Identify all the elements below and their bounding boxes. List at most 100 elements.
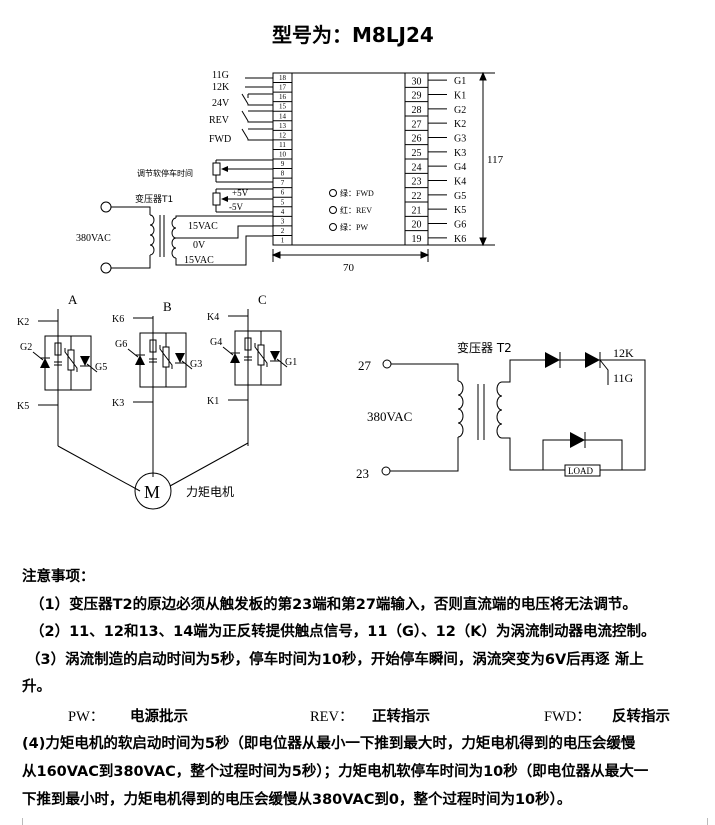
left-terminal-10: 10 [279,151,287,159]
t2-input-label: 380VAC [367,409,412,424]
left-terminal-15: 15 [279,103,287,111]
note-4-line-2: 从160VAC到380VAC，整个过程时间为5秒）；力矩电机软停车时间为10秒（… [22,764,649,780]
t2-k-label: 12K [613,346,634,360]
k-label-bottom: K1 [207,396,219,407]
gate-label-left: G2 [20,342,32,353]
gate-label-right: G1 [285,357,297,368]
gate-lead [127,348,139,358]
load-label: LOAD [568,466,593,476]
right-terminal-23: 23 [412,177,422,188]
k-label-top: K4 [207,312,219,323]
k-label-bottom: K5 [17,401,29,412]
signal-k3: K3 [454,148,466,159]
gate-label-right: G5 [95,362,107,373]
left-terminal-16: 16 [279,93,287,101]
gate-lead [86,363,98,373]
snubber-resistor [54,342,62,356]
signal-g3: G3 [454,134,466,145]
thyristor-icon [270,351,280,361]
left-terminal-7: 7 [281,179,285,187]
legend-fwd-value: 反转指示 [612,709,670,725]
page-edge-left [22,818,23,825]
minus-5v-label: -5V [229,202,243,212]
left-terminal-17: 17 [279,84,287,92]
signal-fwd-label: FWD [209,134,231,145]
note-3: （3）涡流制造的启动时间为5秒，停车时间为10秒，开始停车瞬间，涡流突变为6V后… [26,652,644,668]
soft-stop-label: 调节软停车时间 [137,168,193,178]
right-terminal-26: 26 [412,134,422,145]
motor-label: 力矩电机 [186,485,234,499]
signal-g5: G5 [454,191,466,202]
phase-label-a: A [68,292,78,307]
right-terminal-28: 28 [412,105,422,116]
t1-sec-mid-label: 0V [193,240,206,251]
k-label-bottom: K3 [112,398,124,409]
note-3-cont: 升。 [22,679,51,695]
signal-g6: G6 [454,220,466,231]
signal-k6: K6 [454,234,466,245]
right-terminal-30: 30 [412,76,422,87]
signal-11g-label: 11G [212,70,229,81]
t1-sec-top-label: 15VAC [188,221,218,232]
indicator-led-icon [329,189,337,197]
thyristor-icon [175,353,185,363]
legend-pw-key: PW： [68,709,105,725]
transformer-t1-label: 变压器T1 [135,193,173,205]
signal-g4: G4 [454,162,466,173]
gate-label-right: G3 [190,359,202,370]
right-terminal-25: 25 [412,148,422,159]
legend-rev-value: 正转指示 [372,709,430,725]
legend-rev-key: REV： [310,709,354,725]
t2-terminal-23: 23 [356,466,369,481]
left-terminal-5: 5 [281,198,285,206]
thyristor-icon [80,356,90,366]
note-4-line-3: 下推到最小时，力矩电机得到的电压会缓慢从380VAC到0，整个过程时间为10秒）… [22,792,572,808]
signal-k5: K5 [454,205,466,216]
gate-lead [181,360,193,370]
transformer-t1 [100,201,273,274]
left-terminal-4: 4 [281,208,285,216]
right-terminal-19: 19 [412,234,422,245]
note-2: （2）11、12和13、14端为正反转提供触点信号，11（G）、12（K）为涡流… [30,624,656,640]
left-terminal-14: 14 [279,112,287,120]
notes-heading: 注意事项： [22,569,95,585]
legend-pw-value: 电源批示 [130,709,188,725]
note-4-line-1: (4)力矩电机的软启动时间为5秒（即电位器从最小一下推到最大时，力矩电机得到的电… [22,736,636,752]
left-terminal-8: 8 [281,170,285,178]
left-terminal-9: 9 [281,160,285,168]
left-terminal-12: 12 [279,131,287,139]
board-height-dimension: 117 [487,154,504,166]
torque-motor [134,472,172,510]
signal-g1: G1 [454,76,466,87]
page-edge-right [707,818,708,825]
gate-label-left: G4 [210,337,222,348]
indicator-rev: 红：REV [340,205,372,215]
board-width-dimension: 70 [343,262,355,274]
right-terminal-27: 27 [412,119,422,130]
left-terminal-3: 3 [281,217,285,225]
right-terminal-29: 29 [412,91,422,102]
signal-rev-label: REV [209,115,230,126]
thyristor-icon [135,355,145,365]
signal-12k-label: 12K [212,82,230,93]
phase-label-c: C [258,292,267,307]
left-terminal-2: 2 [281,227,285,235]
right-terminal-24: 24 [412,162,422,173]
left-terminal-1: 1 [281,237,285,245]
k-label-top: K6 [112,314,124,325]
snubber-resistor [244,337,252,351]
t1-sec-bot-label: 15VAC [184,255,214,266]
left-terminal-11: 11 [279,141,286,149]
indicator-pw: 绿：PW [340,223,368,232]
gate-lead [276,358,288,368]
varistor-slash [254,343,268,367]
model-title: 型号为：M8LJ24 [272,23,434,47]
t1-ac-input-label: 380VAC [76,233,111,244]
signal-24v-label: 24V [212,98,230,109]
indicator-led-icon [329,223,337,231]
signal-k1: K1 [454,91,466,102]
